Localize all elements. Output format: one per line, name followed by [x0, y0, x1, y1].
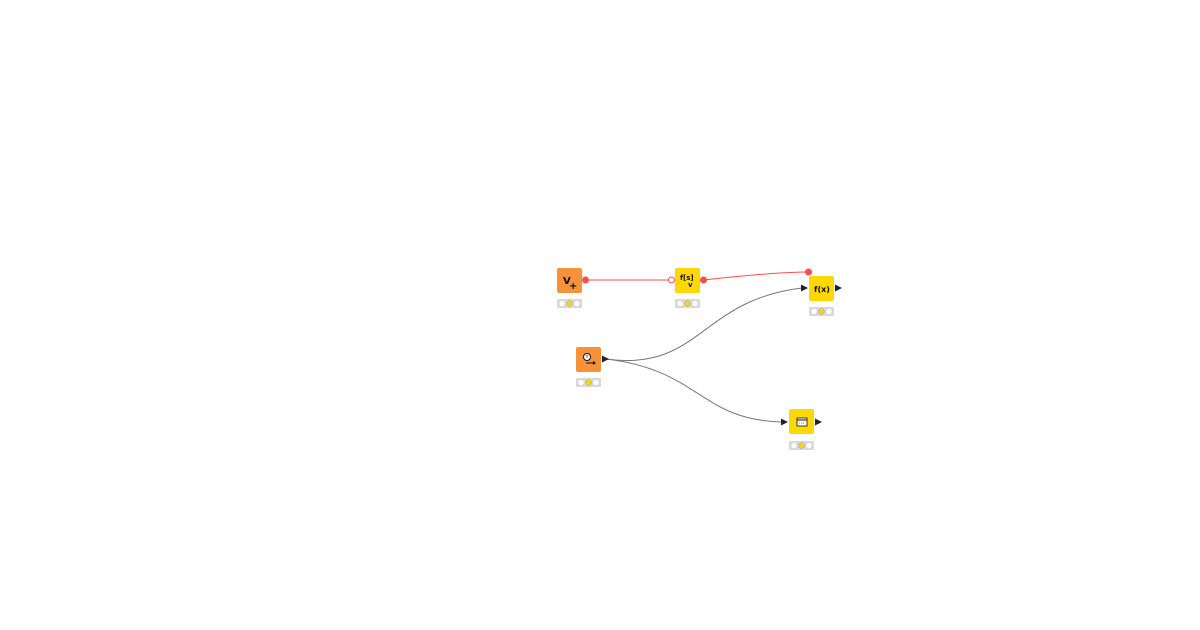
variable-in-port[interactable]	[668, 276, 675, 284]
function-x-icon: f(x)	[814, 285, 830, 294]
node-table-manipulator[interactable]	[781, 409, 822, 450]
clock-arrow-icon	[583, 353, 596, 365]
data-connection[interactable]	[605, 287, 803, 361]
string-variable-icon: f[s]	[680, 274, 694, 282]
node-variable-creator[interactable]: V +	[557, 268, 589, 308]
variable-plus-icon: V	[563, 276, 571, 287]
variable-out-port[interactable]	[700, 276, 707, 284]
node-string-to-variable[interactable]: f[s] v	[668, 268, 708, 308]
data-connection[interactable]	[605, 358, 783, 423]
status-traffic-light	[675, 299, 700, 308]
node-math-formula[interactable]: f(x)	[801, 268, 842, 317]
data-in-port[interactable]	[801, 284, 808, 292]
status-traffic-light	[789, 441, 814, 450]
variable-connection[interactable]	[702, 271, 809, 281]
data-out-port[interactable]	[835, 284, 842, 292]
data-out-port[interactable]	[815, 418, 822, 426]
variable-out-port[interactable]	[582, 276, 589, 284]
status-traffic-light	[809, 307, 834, 316]
status-traffic-light	[576, 378, 601, 387]
svg-text:+: +	[569, 281, 577, 292]
status-traffic-light	[557, 299, 582, 308]
data-out-port[interactable]	[602, 355, 609, 363]
node-date-time-creator[interactable]	[576, 347, 609, 387]
svg-text:v: v	[688, 281, 693, 289]
data-in-port[interactable]	[781, 418, 788, 426]
table-window-icon	[796, 417, 808, 427]
variable-in-port[interactable]	[805, 268, 812, 276]
